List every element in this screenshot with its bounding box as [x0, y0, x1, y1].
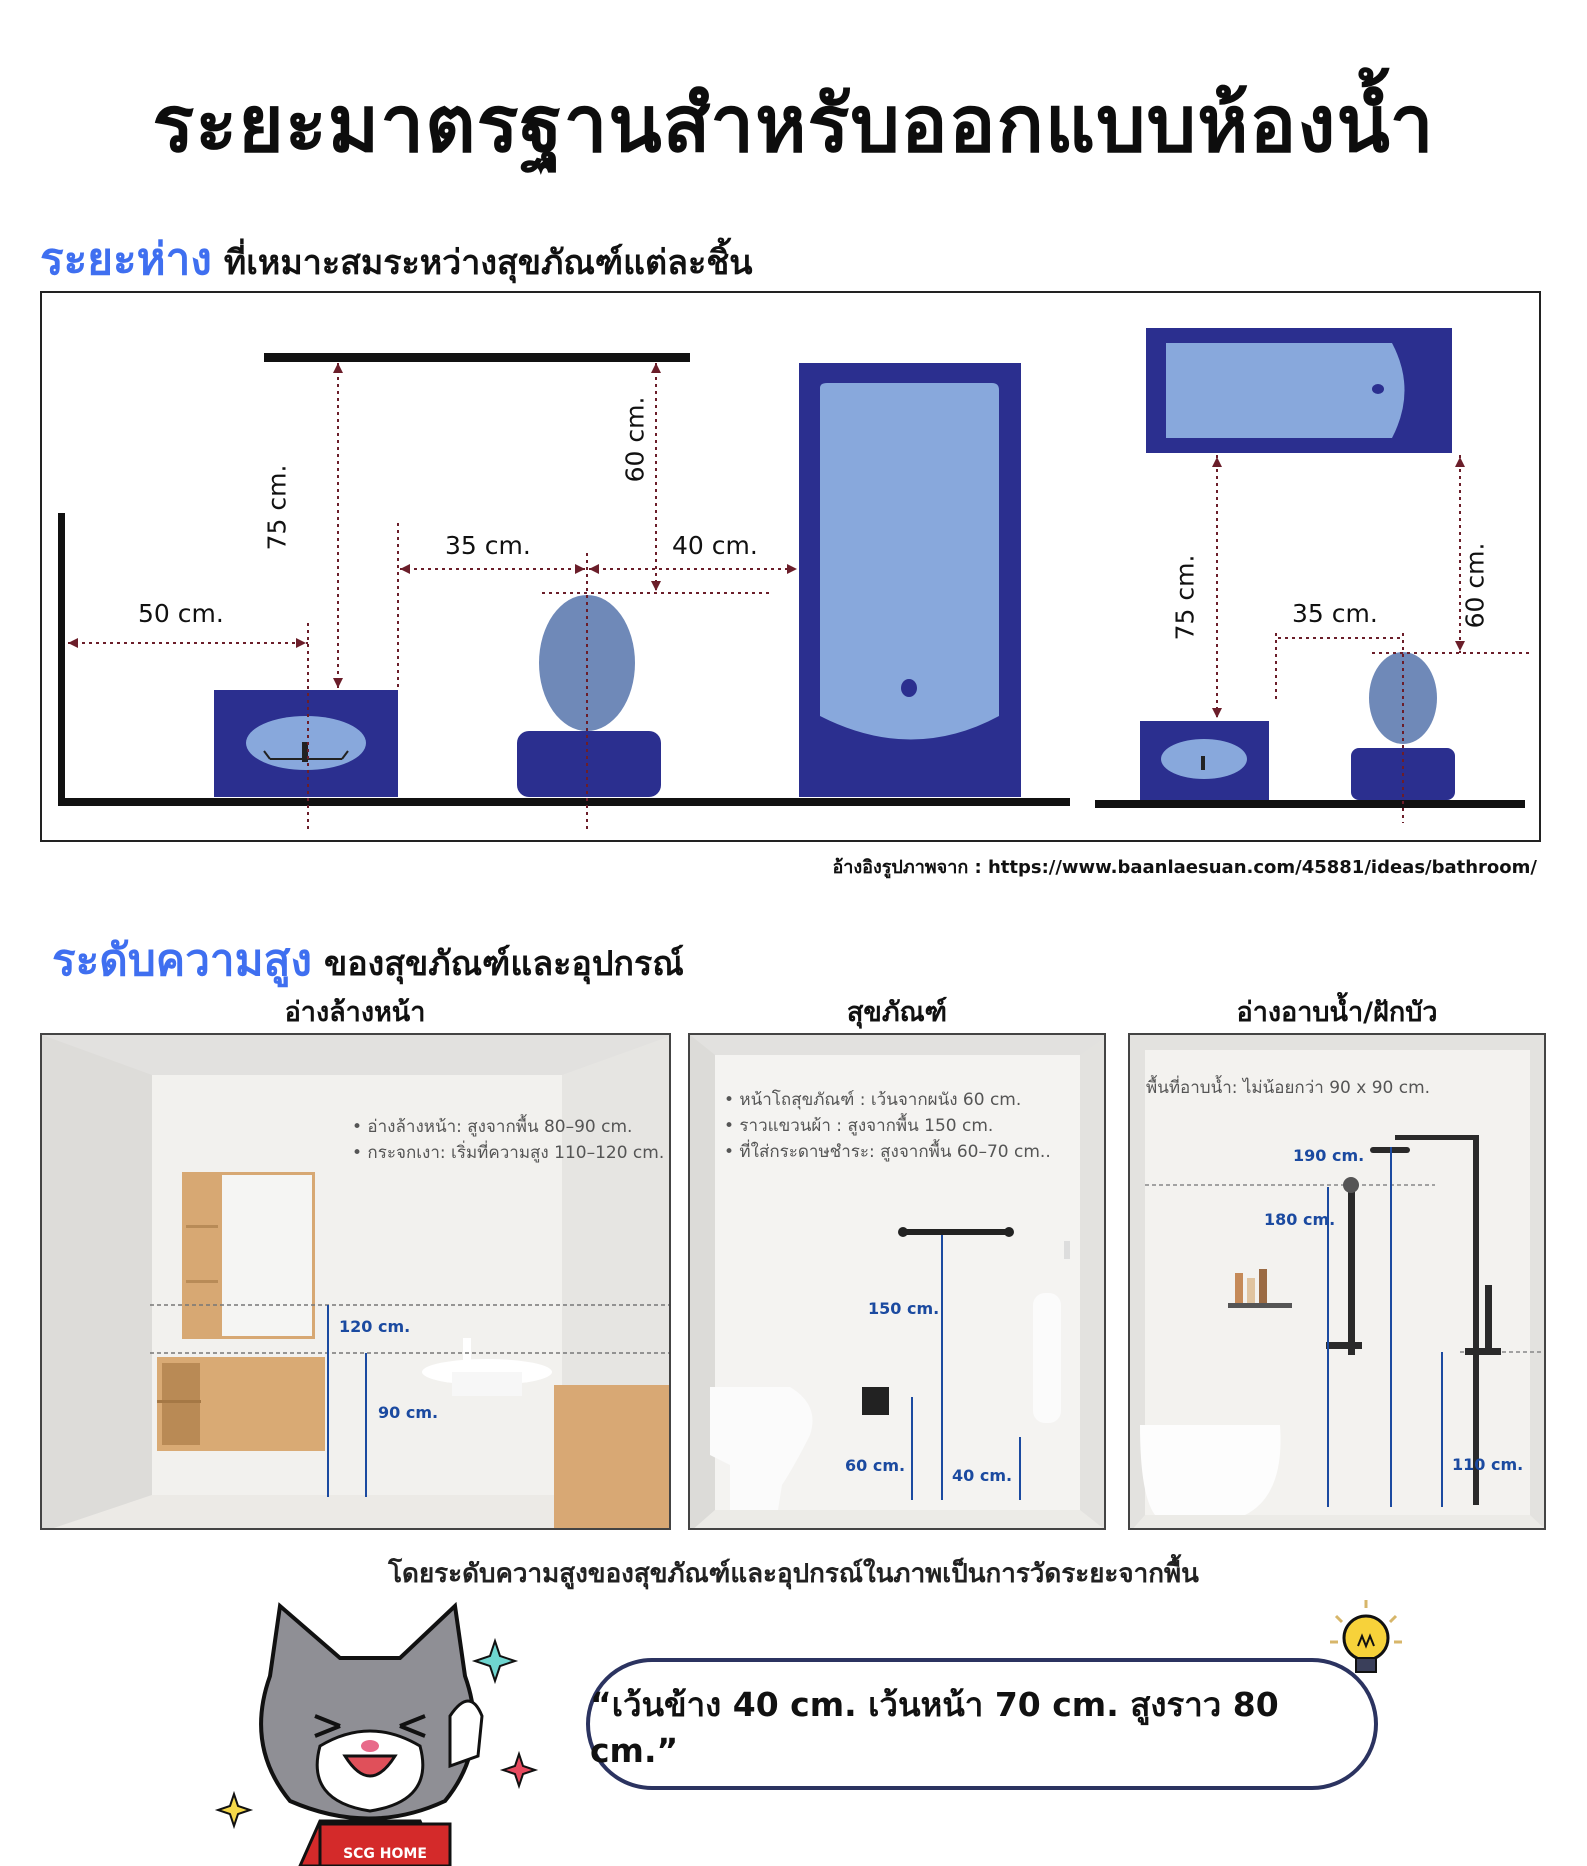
toilet-note-1: • หน้าโถสุขภัณฑ์ : เว้นจากผนัง 60 cm.	[724, 1090, 1022, 1110]
dim-label-right-35: 35 cm.	[1292, 599, 1378, 628]
left-wall	[58, 513, 65, 805]
mark-label-190: 190 cm.	[1293, 1146, 1365, 1165]
toilet-note-2: • ราวแขวนผ้า : สูงจากพื้น 150 cm.	[724, 1116, 994, 1136]
height-heading-accent: ระดับความสูง	[52, 935, 312, 986]
page-title: ระยะมาตรฐานสำหรับออกแบบห้องน้ำ	[152, 80, 1435, 170]
front-wall-line	[264, 353, 690, 362]
faucet-icon	[302, 742, 308, 762]
sink-note-2: • กระจกเงา: เริ่มที่ความสูง 110–120 cm.	[352, 1143, 665, 1163]
toilet-seat	[539, 595, 635, 731]
sparkle-icon	[471, 1637, 519, 1685]
spacing-section-heading: ระยะห่าง ที่เหมาะสมระหว่างสุขภัณฑ์แต่ละชิ…	[40, 224, 753, 294]
mark-label-180: 180 cm.	[1264, 1210, 1336, 1229]
dimension-lines	[68, 363, 1530, 833]
column-label-sink: อ่างล้างหน้า	[284, 997, 426, 1028]
sparkle-icon-2	[214, 1790, 254, 1830]
mark-label-90: 90 cm.	[378, 1403, 439, 1422]
dim-label-50: 50 cm.	[138, 599, 224, 628]
mark-label-120: 120 cm.	[339, 1317, 411, 1336]
hand-shower-icon	[1343, 1177, 1359, 1193]
hand-shower-rail	[1348, 1185, 1355, 1355]
sink-room-drawing	[42, 1035, 669, 1528]
spacing-diagram-drawing	[58, 328, 1530, 833]
scg-home-logo: SCG HOME	[343, 1846, 427, 1862]
height-section-heading: ระดับความสูง ของสุขภัณฑ์และอุปกรณ์	[52, 925, 684, 995]
sparkle-icon-3	[499, 1750, 539, 1790]
toilet-room-drawing	[690, 1035, 1104, 1528]
shower-drain-icon	[901, 679, 917, 697]
mark-label-110: 110 cm.	[1452, 1455, 1524, 1474]
column-label-toilet: สุขภัณฑ์	[846, 997, 948, 1028]
bath-note-1: พื้นที่อาบน้ำ: ไม่น้อยกว่า 90 x 90 cm.	[1146, 1078, 1431, 1098]
spacing-heading-accent: ระยะห่าง	[40, 234, 212, 285]
towel-bar	[903, 1229, 1009, 1235]
toilet-bowl	[710, 1387, 813, 1510]
toilet-tank	[517, 731, 661, 797]
quote-text: “เว้นข้าง 40 cm. เว้นหน้า 70 cm. สูงราว …	[590, 1685, 1279, 1770]
toilet-note-3: • ที่ใส่กระดาษชำระ: สูงจากพื้น 60–70 cm.…	[724, 1142, 1051, 1162]
sink-note-1: • อ่างล้างหน้า: สูงจากพื้น 80–90 cm.	[352, 1117, 633, 1137]
floor-line	[58, 798, 1070, 806]
dimension-arrows	[68, 363, 1465, 718]
toilet-height-panel: • หน้าโถสุขภัณฑ์ : เว้นจากผนัง 60 cm. • …	[688, 1033, 1106, 1530]
shelf	[1228, 1303, 1292, 1308]
mark-label-150: 150 cm.	[868, 1299, 940, 1318]
freestanding-bathtub	[1140, 1425, 1281, 1515]
dim-label-40: 40 cm.	[672, 531, 758, 560]
dim-label-right-60: 60 cm.	[1460, 542, 1490, 629]
image-source-credit: อ้างอิงรูปภาพจาก : https://www.baanlaesu…	[832, 857, 1537, 878]
shower-pole	[1473, 1135, 1479, 1505]
dim-label-right-75: 75 cm.	[1170, 554, 1200, 641]
dim-label-35: 35 cm.	[445, 531, 531, 560]
column-label-bath: อ่างอาบน้ำ/ฝักบัว	[1236, 997, 1438, 1028]
mark-label-60: 60 cm.	[845, 1456, 906, 1475]
dim-label-60: 60 cm.	[620, 396, 650, 483]
measurement-footnote: โดยระดับความสูงของสุขภัณฑ์และอุปกรณ์ในภา…	[388, 1559, 1199, 1589]
spacing-diagram: 50 cm. 75 cm. 35 cm. 60 cm. 40 cm. 75 cm…	[40, 291, 1541, 842]
sink-height-panel: • อ่างล้างหน้า: สูงจากพื้น 80–90 cm. • ก…	[40, 1033, 671, 1530]
urinal	[1033, 1293, 1061, 1423]
height-heading-rest: ของสุขภัณฑ์และอุปกรณ์	[323, 944, 684, 984]
cat-mascot: SCG HOME	[214, 1601, 539, 1866]
spacing-heading-rest: ที่เหมาะสมระหว่างสุขภัณฑ์แต่ละชิ้น	[223, 243, 753, 283]
mark-label-40: 40 cm.	[952, 1466, 1013, 1485]
lightbulb-icon	[1330, 1600, 1402, 1673]
floor-line-right	[1095, 800, 1525, 808]
toilet-paper-holder	[862, 1387, 889, 1415]
thumbs-up-hand	[448, 1699, 484, 1769]
bath-height-panel: พื้นที่อาบน้ำ: ไม่น้อยกว่า 90 x 90 cm. 1…	[1128, 1033, 1546, 1530]
bath-room-drawing	[1130, 1035, 1544, 1528]
dim-label-75: 75 cm.	[262, 464, 292, 551]
quote-speech-bubble: “เว้นข้าง 40 cm. เว้นหน้า 70 cm. สูงราว …	[586, 1658, 1378, 1790]
